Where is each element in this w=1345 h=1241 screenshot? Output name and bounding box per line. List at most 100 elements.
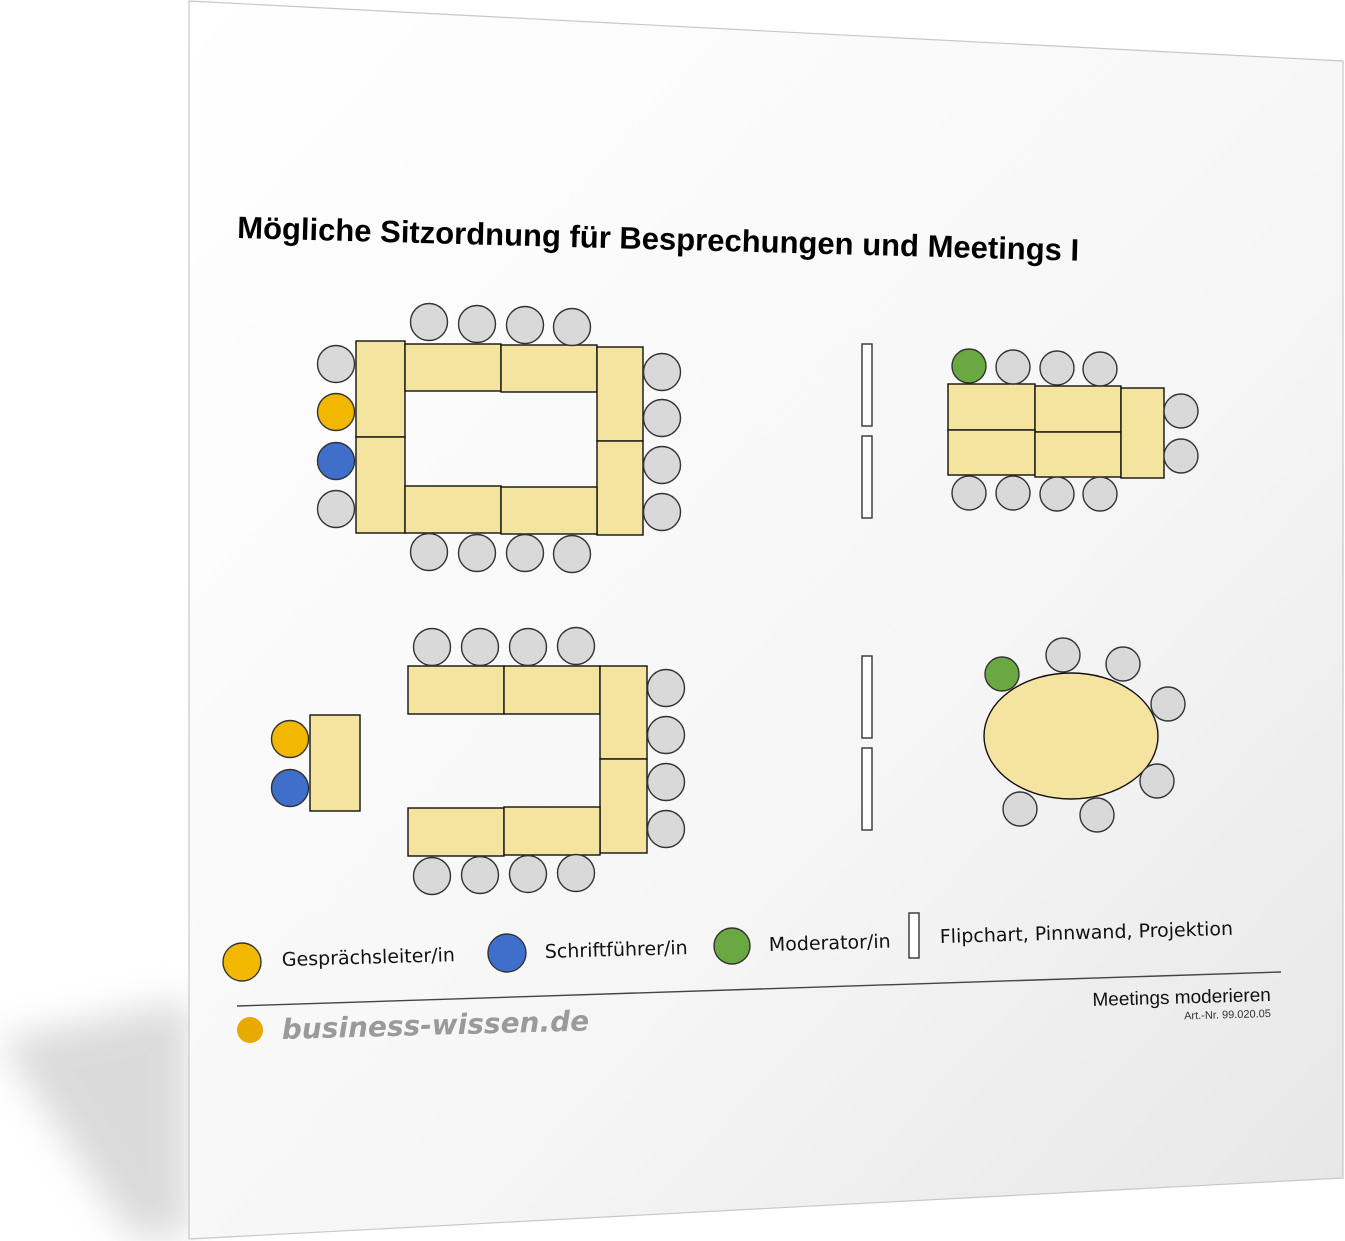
chairs [270, 626, 686, 896]
chair [412, 627, 452, 667]
layout-rectangle [316, 302, 682, 574]
leader-seat [270, 719, 310, 759]
chair [995, 349, 1031, 385]
chair [412, 856, 452, 896]
tables [309, 665, 648, 857]
chair [1163, 438, 1199, 474]
chair [1105, 646, 1141, 682]
chair [642, 492, 682, 532]
boards-top [861, 343, 873, 519]
legend-moderator-label: Moderator/in [769, 931, 891, 956]
brand-dot [237, 1017, 263, 1043]
chair [1002, 791, 1038, 827]
moderator-seat [984, 656, 1020, 692]
layout-block [947, 348, 1199, 512]
chair [1039, 476, 1075, 512]
chair [1082, 476, 1118, 512]
chair [556, 626, 596, 666]
chair [951, 475, 987, 511]
chair [457, 533, 497, 573]
table-segment [947, 383, 1036, 431]
chair [316, 344, 356, 384]
chair [642, 352, 682, 392]
chair [552, 534, 592, 574]
table-segment [500, 486, 598, 535]
chair [409, 302, 449, 342]
chair [1163, 393, 1199, 429]
tables [947, 383, 1165, 479]
chair [508, 627, 548, 667]
table-segment [503, 665, 601, 715]
chair [646, 762, 686, 802]
layout-u-shape [270, 626, 686, 896]
legend-board-swatch [908, 912, 920, 959]
table-segment [596, 440, 644, 536]
chair [1150, 686, 1186, 722]
leader-seat [316, 392, 356, 432]
chair [1139, 763, 1175, 799]
flipchart-board [861, 747, 873, 831]
table-segment [407, 665, 505, 715]
legend-leader-label: Gesprächsleiter/in [282, 944, 456, 971]
chair [995, 475, 1031, 511]
flipchart-board [861, 343, 873, 427]
table-segment [947, 429, 1036, 476]
oval-table [983, 672, 1159, 800]
chair [1045, 637, 1081, 673]
chair [642, 398, 682, 438]
table-segment [500, 344, 598, 393]
chair [646, 715, 686, 755]
article-number: Art.-Nr. 99.020.05 [1184, 1008, 1271, 1022]
chair [646, 668, 686, 708]
chair [457, 304, 497, 344]
chair [556, 853, 596, 893]
table-segment [404, 485, 502, 534]
table-segment [404, 343, 502, 392]
chairs [951, 348, 1199, 512]
table-segment [355, 436, 406, 534]
legend-leader-swatch [222, 942, 262, 982]
flipchart-board [861, 435, 873, 519]
head-table [309, 714, 361, 812]
legend: Gesprächsleiter/in Schriftführer/in Mode… [222, 912, 1233, 982]
table-segment [1120, 387, 1165, 479]
boards-bottom [861, 655, 873, 831]
chair [409, 532, 449, 572]
table-segment [407, 807, 505, 857]
chair [1079, 797, 1115, 833]
chair [1082, 351, 1118, 387]
chair [460, 855, 500, 895]
footer-divider [236, 971, 1282, 1007]
table-segment [599, 665, 648, 760]
legend-moderator-swatch [713, 927, 751, 965]
page-shadow [0, 1000, 190, 1236]
chair [460, 627, 500, 667]
layout-oval [983, 637, 1186, 833]
chair [552, 307, 592, 347]
legend-secretary-swatch [487, 933, 527, 973]
chairs [984, 637, 1186, 833]
product-title: Meetings moderieren [1092, 985, 1271, 1011]
table-segment [1034, 431, 1122, 478]
table-segment [1034, 385, 1122, 433]
moderator-seat [951, 348, 987, 384]
flipchart-board [861, 655, 873, 739]
secretary-seat [316, 441, 356, 481]
table-segment [599, 758, 648, 854]
chair [1039, 350, 1075, 386]
document-page [188, 0, 1344, 1240]
chair [316, 489, 356, 529]
chair [505, 305, 545, 345]
chair [508, 854, 548, 894]
chair [642, 445, 682, 485]
secretary-seat [270, 768, 310, 808]
table-segment [596, 346, 644, 442]
chair [505, 533, 545, 573]
chairs [316, 302, 682, 574]
chair [646, 809, 686, 849]
table-segment [355, 340, 406, 438]
legend-secretary-label: Schriftführer/in [545, 937, 688, 963]
table-segment [503, 806, 601, 856]
tables [355, 340, 644, 536]
